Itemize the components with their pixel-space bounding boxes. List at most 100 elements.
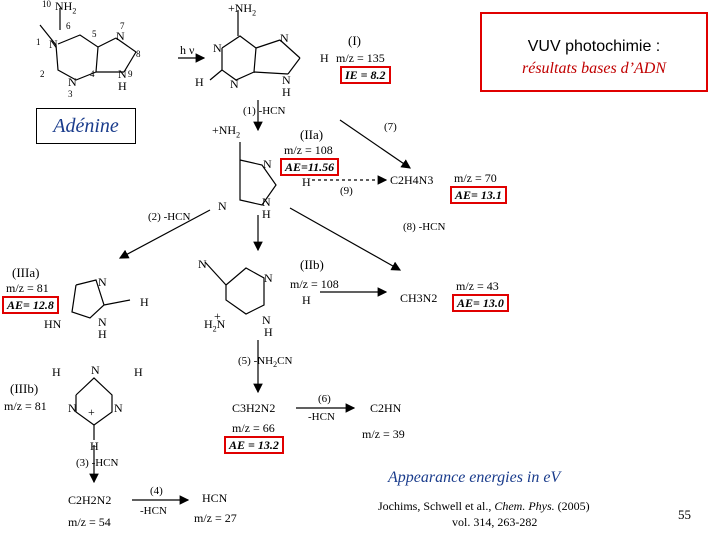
footer-heading: Appearance energies in eV: [388, 469, 561, 486]
ion-I-energy: IE = 8.2: [340, 66, 391, 84]
step-7-label: (7): [384, 121, 397, 133]
ion-IIIa-hn: HN: [44, 317, 62, 331]
adenine-label-box: Adénine: [36, 108, 136, 144]
ion-IIb-n1: N: [264, 271, 273, 285]
frag-39-mass: m/z = 39: [362, 427, 405, 441]
adenine-num-8: 8: [136, 49, 141, 59]
frag-39-formula: C2HN: [370, 401, 402, 415]
adenine-n7: N: [116, 29, 125, 43]
ion-IIb-plus: +: [214, 309, 221, 323]
ion-IIIb-plus: +: [88, 405, 95, 419]
arrow-step-2: [118, 209, 211, 259]
frag-70-energy: AE= 13.1: [450, 186, 507, 204]
ion-I-nh2: +NH2: [228, 1, 257, 18]
ion-IIb-h: H: [302, 293, 311, 307]
ion-IIa-n3: N: [262, 195, 271, 209]
ion-IIa-label: (IIa): [300, 127, 324, 142]
adenine-label: Adénine: [53, 115, 119, 137]
ion-IIb-h2n: H2N: [204, 317, 226, 334]
adenine-num-3: 3: [68, 89, 73, 99]
frag-66-mass: m/z = 66: [232, 421, 275, 435]
ion-IIb-label: (IIb): [300, 257, 324, 272]
frag-27-mass: m/z = 27: [194, 511, 237, 525]
frag-54-formula: C2H2N2: [68, 493, 112, 507]
title-box: VUV photochimie : résultats bases d’ADN: [480, 12, 708, 92]
ion-IIIa-label: (IIIa): [12, 265, 40, 280]
ion-IIIa-mass: m/z = 81: [6, 281, 49, 295]
adenine-num-4: 4: [90, 69, 95, 79]
adenine-num-10: 10: [42, 0, 51, 9]
step-3-label: (3) -HCN: [76, 457, 119, 469]
ion-IIIb-h-bottom: H: [90, 439, 99, 453]
ion-IIIa-energy: AE= 12.8: [2, 296, 59, 314]
step-8-label: (8) -HCN: [403, 221, 446, 233]
arrow-step-7: [339, 119, 411, 169]
adenine-num-7: 7: [120, 21, 125, 31]
frag-66-formula: C3H2N2: [232, 401, 276, 415]
step-6a-label: (6): [318, 393, 331, 405]
adenine-n9-h: H: [118, 79, 127, 93]
ion-IIb-mass: m/z = 108: [290, 277, 339, 291]
ion-I-h2: H: [195, 75, 204, 89]
page-number: 55: [678, 507, 691, 522]
ion-I-n1: N: [213, 41, 222, 55]
ion-IIIb-n-top: N: [91, 363, 100, 377]
excitation-label: h ν: [180, 43, 195, 57]
adenine-six-ring: [39, 24, 99, 81]
ion-IIIb-label: (IIIb): [10, 381, 39, 396]
step-6b-label: -HCN: [308, 411, 335, 423]
adenine-num-2: 2: [40, 69, 45, 79]
step-9-label: (9): [340, 185, 353, 197]
ion-IIb-n-nitrile: N: [198, 257, 207, 271]
ion-I-n3: N: [230, 77, 239, 91]
ion-IIa-n: N: [263, 157, 272, 171]
frag-70-formula: C2H4N3: [390, 173, 434, 187]
ion-IIa-h: H: [302, 175, 311, 189]
adenine-n1: N: [49, 37, 58, 51]
step-5-label: (5) -NH2CN: [238, 355, 293, 370]
step-4a-label: (4): [150, 485, 163, 497]
frag-27-formula: HCN: [202, 491, 228, 505]
step-4b-label: -HCN: [140, 505, 167, 517]
footer-citation: Jochims, Schwell et al., Chem. Phys. (20…: [378, 499, 590, 513]
frag-43-energy: AE= 13.0: [452, 294, 509, 312]
ion-I-n7: N: [280, 31, 289, 45]
frag-54-mass: m/z = 54: [68, 515, 111, 529]
ion-IIa-energy: AE=11.56: [280, 158, 340, 176]
footer-volume: vol. 314, 263-282: [452, 515, 538, 529]
ion-IIa-n2: N: [218, 199, 227, 213]
ion-IIIb-h-left: H: [52, 365, 61, 379]
adenine-num-5: 5: [92, 29, 97, 39]
ion-I-n9: N: [282, 73, 291, 87]
ion-IIIa-n2: N: [98, 315, 107, 329]
frag-70-mass: m/z = 70: [454, 171, 497, 185]
ion-I-mass: m/z = 135: [336, 51, 385, 65]
ion-I-label: (I): [348, 33, 361, 48]
adenine-num-9: 9: [128, 69, 133, 79]
ion-I-h8: H: [320, 51, 329, 65]
adenine-num-1: 1: [36, 37, 41, 47]
ion-IIIa-h: H: [140, 295, 149, 309]
ion-IIa-n3h: H: [262, 207, 271, 221]
frag-66-energy: AE = 13.2: [224, 436, 284, 454]
step-1-label: (1) -HCN: [243, 105, 286, 117]
ion-IIIb-mass: m/z = 81: [4, 399, 47, 413]
ion-IIb-n3h: H: [264, 325, 273, 339]
ion-IIa-mass: m/z = 108: [284, 143, 333, 157]
arrow-step-8: [289, 207, 402, 271]
ion-IIIb-n-right: N: [114, 401, 123, 415]
ion-I-n9h: H: [282, 85, 291, 99]
ion-IIb-n3: N: [262, 313, 271, 327]
adenine-nh2: NH2: [55, 0, 77, 16]
title-line-2: résultats bases d’ADN: [522, 60, 666, 77]
ion-IIIa-n2h: H: [98, 327, 107, 341]
title-line-1: VUV photochimie :: [527, 38, 661, 55]
frag-43-formula: CH3N2: [400, 291, 438, 305]
adenine-n3: N: [68, 75, 77, 89]
adenine-n9: N: [118, 67, 127, 81]
ion-IIa-nh2: +NH2: [212, 123, 241, 140]
frag-43-mass: m/z = 43: [456, 279, 499, 293]
ion-IIIb-n-left: N: [68, 401, 77, 415]
adenine-num-6: 6: [66, 21, 71, 31]
